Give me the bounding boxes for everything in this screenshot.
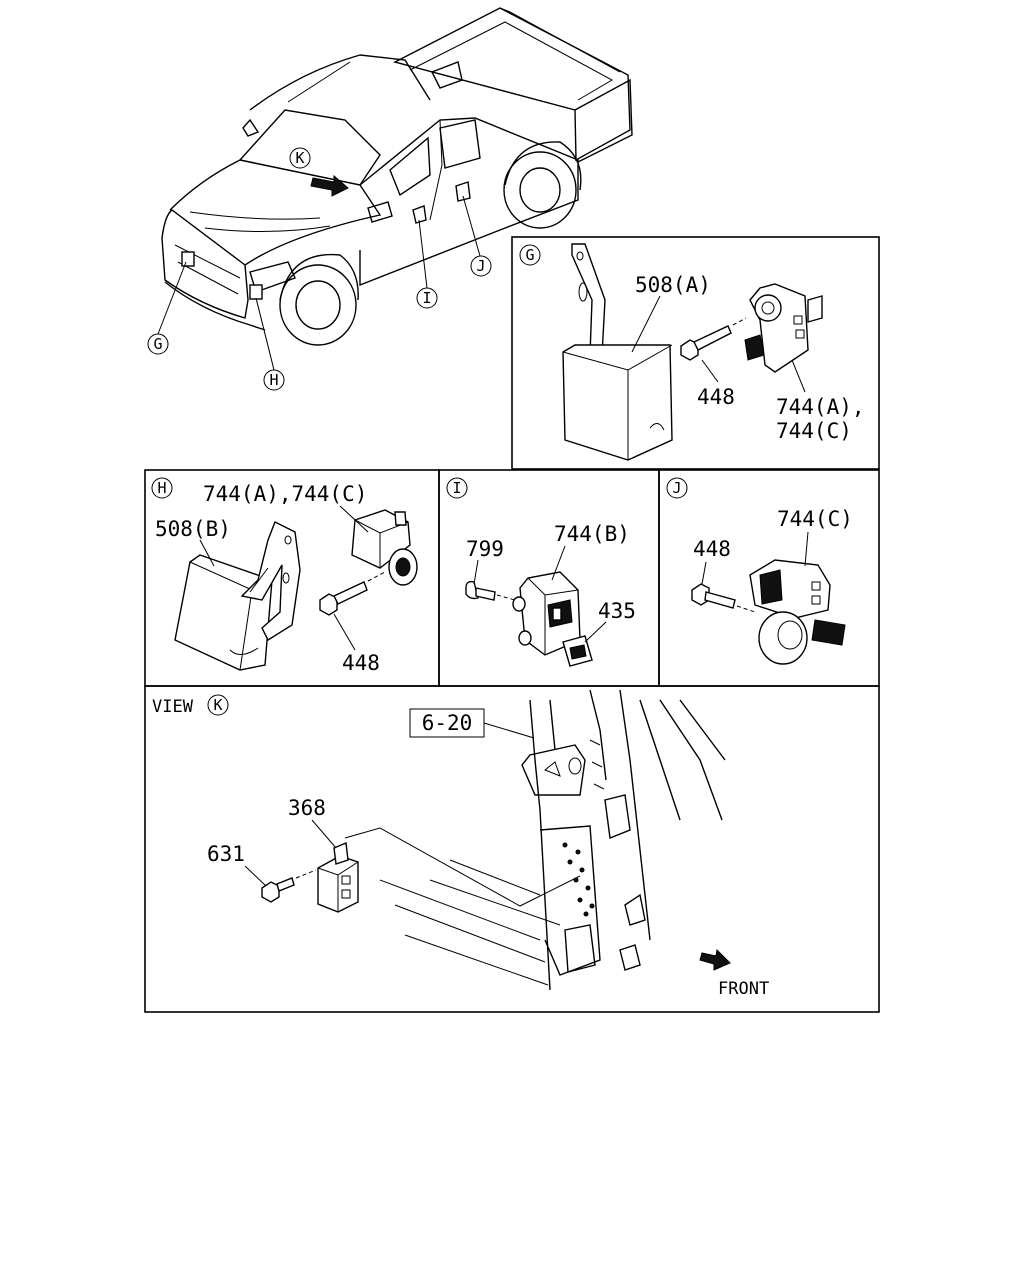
svg-text:I: I xyxy=(422,289,431,307)
panel-I: I 744(B) 799 435 xyxy=(438,469,660,687)
svg-text:K: K xyxy=(213,696,222,714)
svg-text:6-20: 6-20 xyxy=(422,711,473,735)
svg-text:508(A): 508(A) xyxy=(635,273,711,297)
svg-text:FRONT: FRONT xyxy=(718,979,769,999)
svg-text:I: I xyxy=(452,479,461,497)
part-508A-module[interactable] xyxy=(562,344,673,461)
front-direction-arrow-icon xyxy=(699,948,731,971)
part-435-connector[interactable] xyxy=(562,635,593,667)
svg-text:508(B): 508(B) xyxy=(155,517,231,541)
body-pillar-structure xyxy=(379,689,726,991)
svg-text:H: H xyxy=(157,479,166,497)
part-448-bolt[interactable] xyxy=(319,571,386,616)
panel-J: J 744(C) 448 xyxy=(658,469,880,687)
svg-text:631: 631 xyxy=(207,842,245,866)
svg-text:435: 435 xyxy=(598,599,636,623)
panel-K-letter: K xyxy=(207,694,229,716)
truck-illustration xyxy=(157,7,633,371)
part-744AC-sensor[interactable] xyxy=(351,509,418,586)
svg-text:744(B): 744(B) xyxy=(554,522,630,546)
mounting-holes xyxy=(562,842,595,917)
view-direction-arrow-icon xyxy=(310,174,349,197)
panel-view-K: VIEW K 6-20 xyxy=(144,685,880,1013)
svg-text:448: 448 xyxy=(697,385,735,409)
callout-I[interactable]: I xyxy=(416,287,438,309)
panel-J-letter: J xyxy=(666,477,688,499)
svg-text:VIEW: VIEW xyxy=(152,697,194,717)
callout-G[interactable]: G xyxy=(147,333,169,355)
sensor-harness-line xyxy=(344,827,581,907)
part-508B-module[interactable] xyxy=(174,554,273,671)
svg-text:744(C): 744(C) xyxy=(777,507,853,531)
svg-text:H: H xyxy=(269,371,278,389)
svg-text:744(A),744(C): 744(A),744(C) xyxy=(203,482,367,506)
part-368-module[interactable] xyxy=(317,841,359,913)
panel-H: H 744(A),744(C) 508(B) 448 xyxy=(144,469,440,687)
svg-text:K: K xyxy=(295,149,304,167)
part-744B-sensor[interactable] xyxy=(512,571,581,656)
svg-text:744(A),: 744(A), xyxy=(776,395,865,419)
svg-text:G: G xyxy=(525,246,534,264)
svg-text:448: 448 xyxy=(342,651,380,675)
svg-text:799: 799 xyxy=(466,537,504,561)
svg-text:G: G xyxy=(153,335,162,353)
part-631-bolt[interactable] xyxy=(261,869,317,903)
panel-G: G 508(A) 448 744(A), 744 xyxy=(511,236,880,470)
part-744C-sensor[interactable] xyxy=(749,559,846,665)
part-744-sensor[interactable] xyxy=(744,283,823,373)
part-508A-bracket[interactable] xyxy=(571,243,606,356)
panel-G-letter: G xyxy=(519,244,541,266)
part-799-bolt[interactable] xyxy=(465,580,516,601)
panel-I-letter: I xyxy=(446,477,468,499)
part-448-bolt[interactable] xyxy=(691,583,756,613)
callout-H[interactable]: H xyxy=(263,369,285,391)
callout-K[interactable]: K xyxy=(289,147,311,169)
svg-text:744(C): 744(C) xyxy=(776,419,852,443)
svg-text:J: J xyxy=(672,479,681,497)
svg-text:J: J xyxy=(476,257,485,275)
panel-H-letter: H xyxy=(151,477,173,499)
callout-J[interactable]: J xyxy=(470,255,492,277)
part-508B-bracket[interactable] xyxy=(240,521,301,642)
overview-callouts: K G H I J xyxy=(147,147,492,391)
part-448-bolt[interactable] xyxy=(680,317,747,361)
svg-text:368: 368 xyxy=(288,796,326,820)
svg-text:448: 448 xyxy=(693,537,731,561)
reference-box-6-20[interactable]: 6-20 xyxy=(409,708,485,738)
